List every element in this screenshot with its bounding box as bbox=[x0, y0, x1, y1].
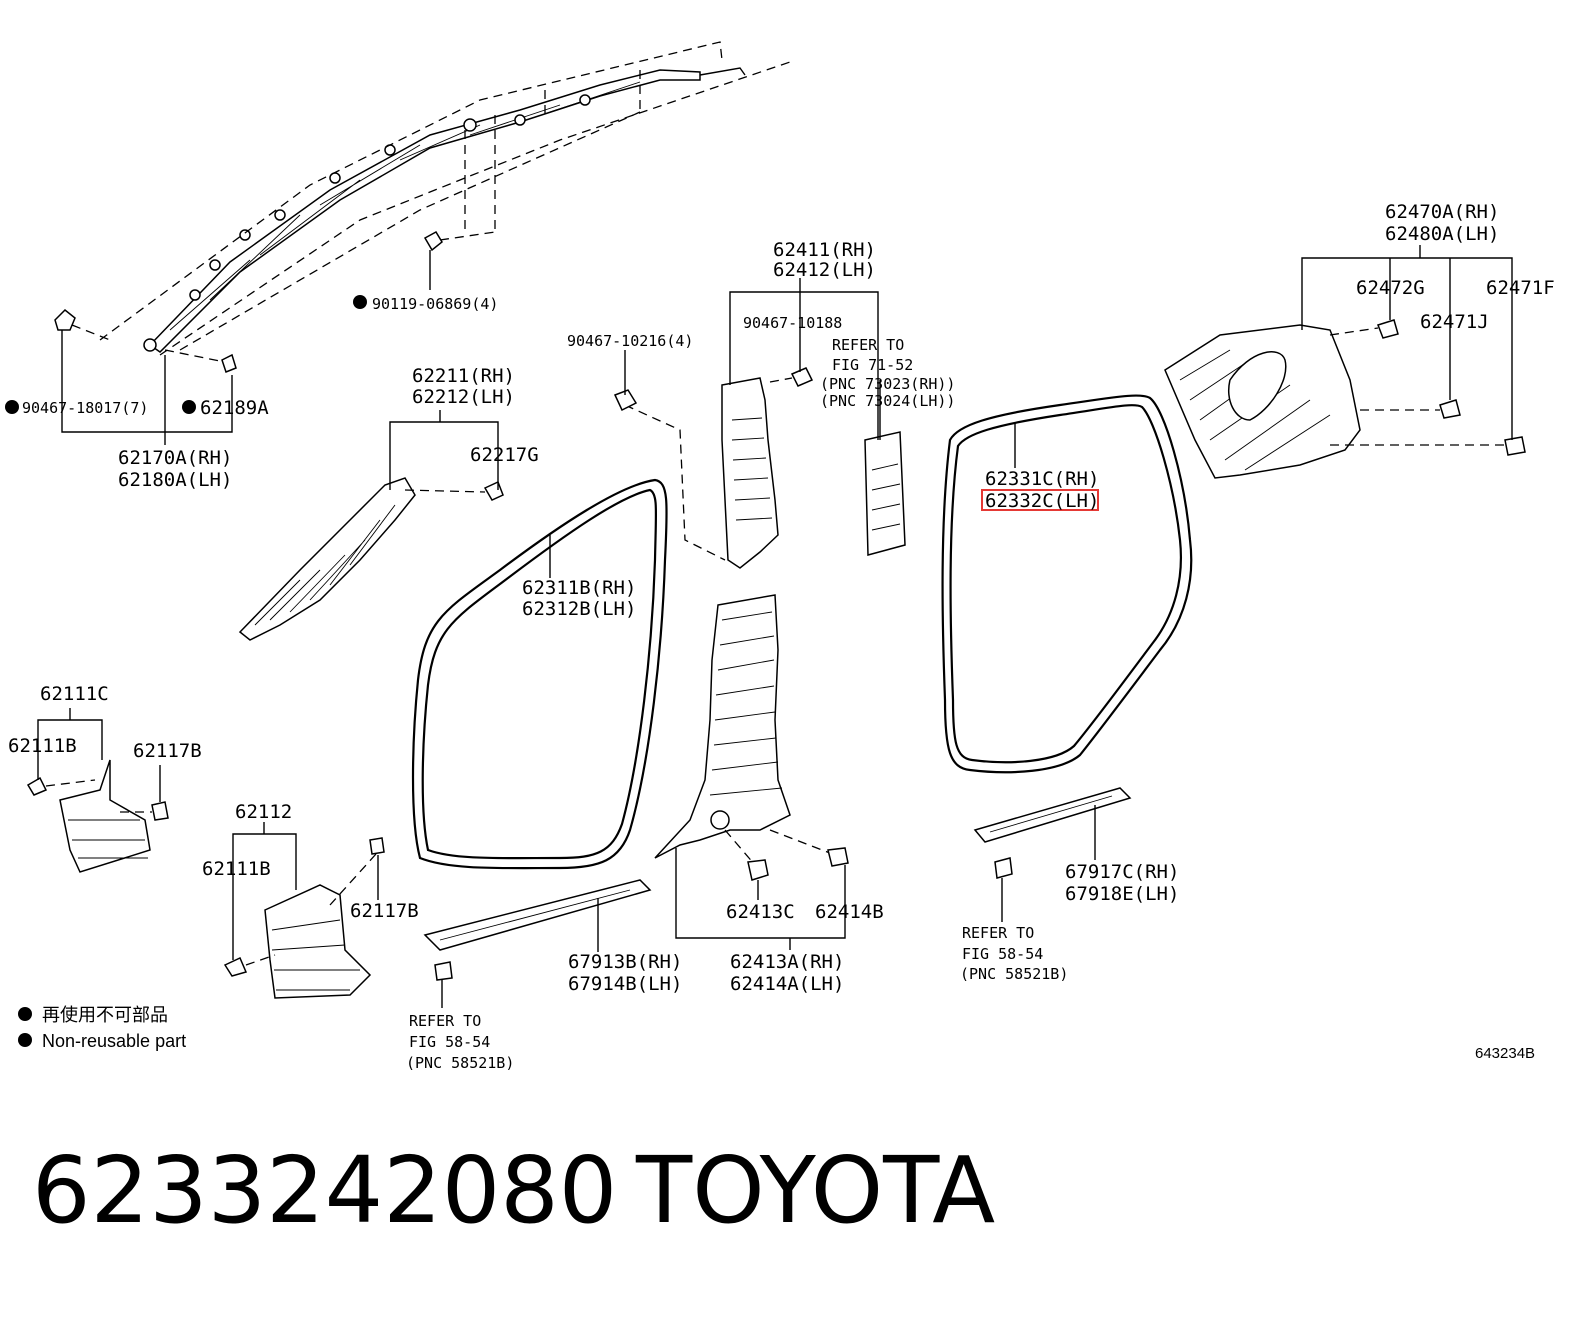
label-62211: 62211(RH) bbox=[412, 365, 515, 387]
label-62332c: 62332C(LH) bbox=[985, 490, 1099, 512]
non-reusable-dot-90467-18017 bbox=[5, 400, 19, 414]
label-90467-10188: 90467-10188 bbox=[743, 314, 842, 332]
label-62331c: 62331C(RH) bbox=[985, 468, 1099, 490]
footer-part-number: 6233242080 bbox=[32, 1137, 617, 1244]
label-67913b: 67913B(RH) bbox=[568, 951, 682, 973]
label-62470a: 62470A(RH) bbox=[1385, 201, 1499, 223]
label-62414a: 62414A(LH) bbox=[730, 973, 844, 995]
lower-b-pillar-drawing bbox=[654, 594, 849, 881]
label-62412: 62412(LH) bbox=[773, 259, 876, 281]
label-62311b: 62311B(RH) bbox=[522, 577, 636, 599]
front-scuff-plate-drawing bbox=[423, 879, 652, 981]
label-62312b: 62312B(LH) bbox=[522, 598, 636, 620]
label-62112: 62112 bbox=[235, 801, 292, 823]
label-62111c: 62111C bbox=[40, 683, 109, 705]
refer-58-54-a-line2: FIG 58-54 bbox=[409, 1033, 490, 1051]
refer-58-54-b-line3: (PNC 58521B) bbox=[960, 965, 1068, 983]
front-door-weatherstrip-drawing bbox=[411, 478, 668, 870]
legend-dot-1 bbox=[18, 1007, 32, 1021]
refer-71-52-line3: (PNC 73023(RH)) bbox=[820, 375, 955, 393]
refer-58-54-a-line3: (PNC 58521B) bbox=[406, 1054, 514, 1072]
label-62117b-b: 62117B bbox=[350, 900, 419, 922]
label-62471f: 62471F bbox=[1486, 277, 1555, 299]
refer-71-52-line4: (PNC 73024(LH)) bbox=[820, 392, 955, 410]
label-90119: 90119-06869(4) bbox=[372, 295, 498, 313]
label-62480a: 62480A(LH) bbox=[1385, 223, 1499, 245]
label-67918e: 67918E(LH) bbox=[1065, 883, 1179, 905]
refer-71-52-line1: REFER TO bbox=[832, 336, 904, 354]
figure-code: 643234B bbox=[1475, 1045, 1535, 1062]
label-90467-10216: 90467-10216(4) bbox=[567, 332, 693, 350]
label-62411: 62411(RH) bbox=[773, 239, 876, 261]
label-62413a: 62413A(RH) bbox=[730, 951, 844, 973]
refer-58-54-b-line2: FIG 58-54 bbox=[962, 945, 1043, 963]
quarter-trim-drawing bbox=[1164, 319, 1526, 479]
a-pillar-garnish-drawing bbox=[238, 477, 504, 641]
label-62180a: 62180A(LH) bbox=[118, 469, 232, 491]
cowl-side-panel-drawing bbox=[223, 837, 385, 999]
label-62111b-b: 62111B bbox=[202, 858, 271, 880]
label-90467-18017: 90467-18017(7) bbox=[22, 399, 148, 417]
non-reusable-dot-62189 bbox=[182, 400, 196, 414]
leader-lines bbox=[37, 245, 1513, 1008]
label-62217g: 62217G bbox=[470, 444, 539, 466]
label-62117b-a: 62117B bbox=[133, 740, 202, 762]
refer-58-54-b-line1: REFER TO bbox=[962, 924, 1034, 942]
label-62111b-a: 62111B bbox=[8, 735, 77, 757]
upper-b-pillar-drawing bbox=[613, 367, 906, 569]
label-67914b: 67914B(LH) bbox=[568, 973, 682, 995]
front-kick-panel-drawing bbox=[26, 759, 169, 873]
refer-58-54-a-line1: REFER TO bbox=[409, 1012, 481, 1030]
label-62414b: 62414B bbox=[815, 901, 884, 923]
non-reusable-dot-90119 bbox=[353, 295, 367, 309]
refer-71-52-line2: FIG 71-52 bbox=[832, 356, 913, 374]
rear-door-weatherstrip-drawing bbox=[941, 394, 1193, 774]
label-67917c: 67917C(RH) bbox=[1065, 861, 1179, 883]
legend-japanese: 再使用不可部品 bbox=[42, 1005, 168, 1025]
legend-english: Non-reusable part bbox=[42, 1031, 186, 1051]
label-62170a: 62170A(RH) bbox=[118, 447, 232, 469]
label-62212: 62212(LH) bbox=[412, 386, 515, 408]
label-62471j: 62471J bbox=[1420, 311, 1489, 333]
label-62189a: 62189A bbox=[200, 397, 269, 419]
label-62472g: 62472G bbox=[1356, 277, 1425, 299]
highlight-62332c bbox=[981, 489, 1099, 511]
curtain-airbag-drawing bbox=[54, 41, 791, 373]
legend-dot-2 bbox=[18, 1033, 32, 1047]
footer-brand: TOYOTA bbox=[635, 1137, 995, 1244]
label-62413c: 62413C bbox=[726, 901, 795, 923]
rear-scuff-plate-drawing bbox=[973, 787, 1132, 879]
